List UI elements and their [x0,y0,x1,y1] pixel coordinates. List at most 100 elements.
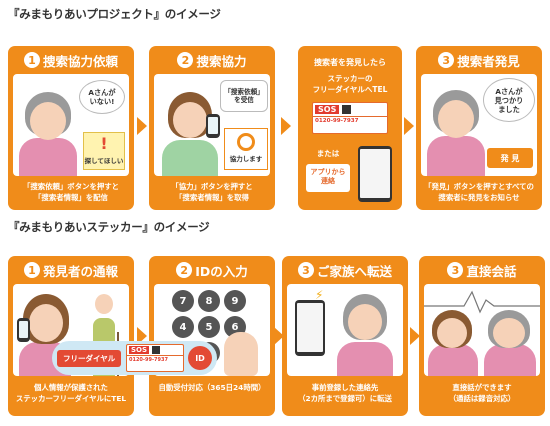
keypad-key[interactable]: 5 [198,316,220,338]
panel-header: 2 IDの入力 [149,256,275,284]
panel-illustration: Aさんが 見つかり ました 発 見 [421,74,537,176]
person-body [337,342,393,376]
step-number: 2 [177,52,194,68]
magnifier-icon [237,133,255,151]
smartphone-icon [295,300,325,356]
smartphone-icon [206,114,220,138]
id-badge: ID [188,346,212,370]
elderly-man-face [95,294,113,314]
person-body [19,138,77,176]
speech-bubble: 「捜索依頼」 を受信 [220,80,268,112]
person-body [428,344,478,376]
keypad-key[interactable]: 7 [172,290,194,312]
sos-label: SOS [129,346,150,354]
step-number: 1 [23,52,40,68]
card-label: 探してほしい [84,157,124,165]
found-button[interactable]: 発 見 [487,148,533,168]
finger-hand-icon [224,332,258,376]
step-number: 3 [297,262,314,278]
panel-header: 3 直接会話 [419,256,545,284]
cooperate-card: 協力します [224,128,268,170]
arrow-right-icon [137,327,147,345]
panel-title: 捜索協力 [196,53,247,69]
panel-title: 捜索者を発見したら [314,57,386,67]
panel-id-input: 2 IDの入力 7 8 9 4 5 6 1 2 3 自動受付対応（365日24時… [149,256,275,416]
panel-header: 2 捜索協力 [149,46,275,74]
speech-bubble: Aさんが 見つかり ました [483,78,535,122]
person-face [30,102,66,140]
card-label: 協力します [229,155,263,163]
panel-direct-call: 3 直接会話 直接話ができます （通話は録音対応） [419,256,545,416]
panel-transfer-family: 3 ご家族へ転送 ⚡ 事前登録した連絡先 （2カ所まで登録可）に転送 [282,256,408,416]
panel-caption: 「捜索依頼」ボタンを押すと 「捜索者情報」を配信 [22,182,120,203]
person-body [162,140,218,176]
panel-caption: 直接話ができます （通話は録音対応） [448,383,516,404]
person-body [484,344,536,376]
sticker-tel: 0120-99-7937 [127,355,183,364]
speech-bubble: Aさんが いない! [79,80,125,114]
panel-title: ご家族へ転送 [316,263,392,279]
person-body [427,136,485,176]
panel-title: 捜索者発見 [457,53,520,69]
panel-search-request: 1 捜索協力依頼 Aさんが いない! ! 探してほしい 「捜索依頼」ボタンを押す… [8,46,134,210]
step-number: 3 [438,52,455,68]
exclamation-icon: ! [100,134,108,153]
panel-header: 1 発見者の通報 [8,256,134,284]
person-face [348,304,382,340]
step-number: 1 [23,262,40,278]
panel-finder-report: 1 発見者の通報 個人情報が保護された ステッカーフリーダイヤルにTEL [8,256,134,416]
qr-icon [342,105,352,114]
sticker-tel: 0120-99-7937 [313,116,387,125]
panel-title: IDの入力 [195,263,248,279]
panel-caption: 「発見」ボタンを押すとすべての 捜索者に発見をお知らせ [424,182,534,203]
sos-label: SOS [315,105,340,114]
panel-title: 直接会話 [466,263,517,279]
keypad-key[interactable]: 9 [224,290,246,312]
signal-wave-icon [424,290,540,314]
request-card: ! 探してほしい [83,132,125,170]
panel-header: 1 捜索協力依頼 [8,46,134,74]
panel-illustration: Aさんが いない! ! 探してほしい [13,74,129,176]
sos-sticker: SOS 0120-99-7937 [312,102,388,134]
arrow-right-icon [281,117,291,135]
panel-illustration: 「捜索依頼」 を受信 協力します [154,74,270,176]
arrow-right-icon [404,117,414,135]
panel-if-found: 捜索者を発見したら ステッカーの フリーダイヤルへTEL SOS 0120-99… [298,46,402,210]
keypad-key[interactable]: 8 [198,290,220,312]
smartphone-icon [358,146,392,202]
app-contact-card: アプリから 連絡 [306,164,350,192]
step-number: 2 [176,262,193,278]
panel-caption: 個人情報が保護された ステッカーフリーダイヤルにTEL [15,383,127,404]
panel-title: 発見者の通報 [42,263,118,279]
panel-illustration [424,284,540,376]
panel-header: 捜索者を発見したら [298,48,402,76]
panel-caption: 「協力」ボタンを押すと 「捜索者情報」を取得 [171,182,253,203]
panel-illustration: ⚡ [287,284,403,376]
panel-found: 3 捜索者発見 Aさんが 見つかり ました 発 見 「発見」ボタンを押すとすべて… [416,46,542,210]
person-face [173,102,207,138]
panel-title: 捜索協力依頼 [42,53,118,69]
person-face [437,318,467,348]
section2-title: 『みまもりあいステッカー』のイメージ [8,220,210,234]
free-dial-label: フリーダイヤル [57,350,122,367]
or-text: または [316,149,340,158]
person-face [438,100,474,138]
person-face [29,304,63,342]
smartphone-icon [17,318,30,342]
arrow-right-icon [274,327,284,345]
step-number: 3 [447,262,464,278]
person-face [493,318,525,348]
keypad-key[interactable]: 4 [172,316,194,338]
panel-caption: 事前登録した連絡先 （2カ所まで登録可）に転送 [298,383,392,404]
sos-sticker: SOS 0120-99-7937 [126,344,184,372]
ring-icon: ⚡ [315,288,324,302]
panel-header: 3 ご家族へ転送 [282,256,408,284]
callout-text: ステッカーの フリーダイヤルへTEL [312,74,388,94]
panel-search-cooperation: 2 捜索協力 「捜索依頼」 を受信 協力します 「協力」ボタンを押すと 「捜索者… [149,46,275,210]
panel-header: 3 捜索者発見 [416,46,542,74]
free-dial-id-bar: フリーダイヤル SOS 0120-99-7937 ID [52,341,217,375]
section1-title: 『みまもりあいプロジェクト』のイメージ [8,7,221,21]
arrow-right-icon [137,117,147,135]
arrow-right-icon [410,327,420,345]
panel-caption: 自動受付対応（365日24時間） [158,383,266,392]
